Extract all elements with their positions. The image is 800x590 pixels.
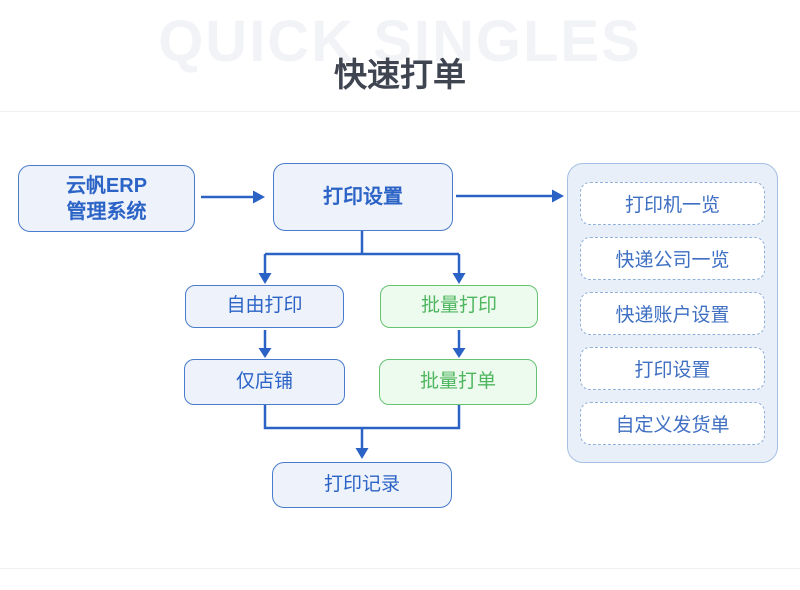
node-batch-order: 批量打单 (379, 359, 537, 405)
panel-item-label: 打印机一览 (624, 195, 720, 216)
panel-item-label: 快递账户设置 (615, 305, 730, 326)
node-print-record-label: 打印记录 (323, 473, 400, 495)
node-print-settings-label: 打印设置 (323, 186, 403, 208)
header-divider (0, 111, 800, 112)
node-free-print: 自由打印 (185, 285, 344, 328)
panel-item-custom-delivery-note: 自定义发货单 (580, 402, 765, 445)
panel-item-label: 自定义发货单 (615, 415, 730, 436)
node-erp-line2: 管理系统 (66, 200, 147, 223)
node-shop-only-label: 仅店铺 (235, 370, 293, 392)
node-free-print-label: 自由打印 (226, 295, 303, 317)
page-title: 快速打单 (334, 56, 466, 93)
panel-item-label: 打印设置 (634, 360, 711, 381)
node-print-settings: 打印设置 (273, 163, 453, 231)
panel-item-print-settings: 打印设置 (580, 347, 765, 390)
panel-item-express-company-list: 快递公司一览 (580, 237, 765, 280)
panel-item-label: 快递公司一览 (615, 250, 730, 271)
footer-divider (0, 568, 800, 569)
node-erp-system: 云帆ERP 管理系统 (18, 165, 195, 232)
node-batch-order-label: 批量打单 (419, 370, 496, 392)
node-shop-only: 仅店铺 (184, 359, 345, 405)
watermark-text: QUICK SINGLES (158, 9, 642, 74)
node-batch-print: 批量打印 (380, 285, 538, 328)
panel-item-express-account-settings: 快递账户设置 (580, 292, 765, 335)
node-print-record: 打印记录 (272, 462, 452, 508)
panel-item-printer-list: 打印机一览 (580, 182, 765, 225)
node-erp-line1: 云帆ERP (65, 174, 148, 197)
side-panel: 打印机一览 快递公司一览 快递账户设置 打印设置 自定义发货单 (567, 163, 778, 463)
node-batch-print-label: 批量打印 (420, 295, 497, 317)
